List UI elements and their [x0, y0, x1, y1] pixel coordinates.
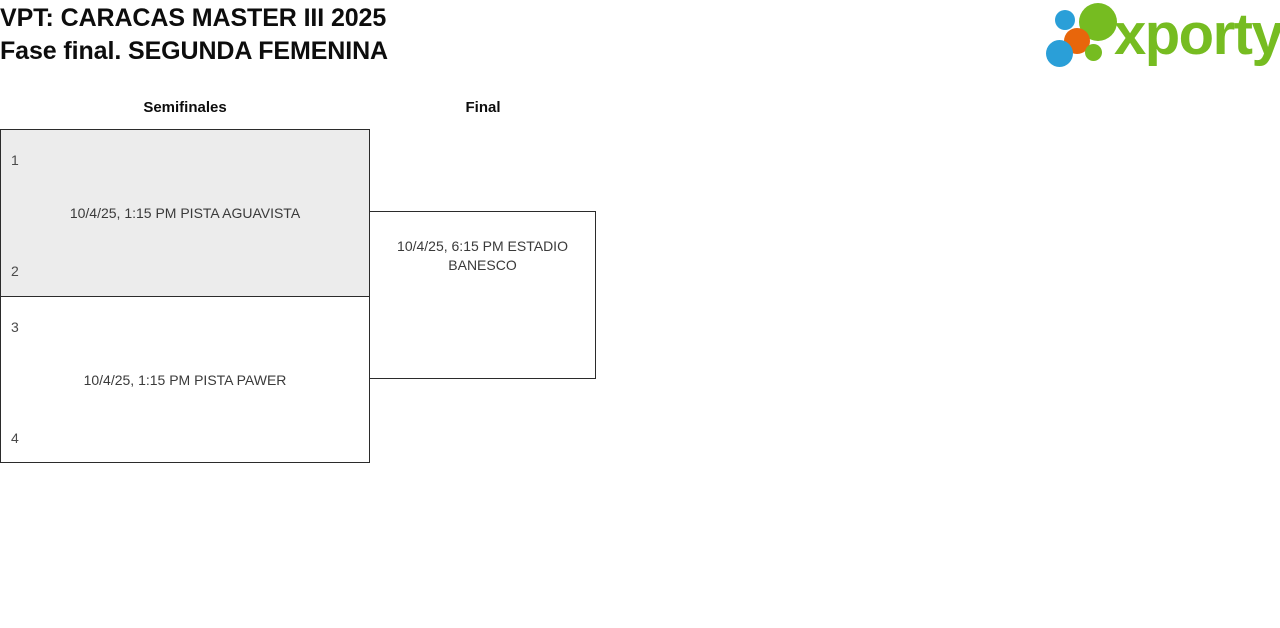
logo-dots-icon — [1046, 3, 1117, 67]
page-title: VPT: CARACAS MASTER III 2025 Fase final.… — [0, 2, 900, 68]
round-header-semifinales: Semifinales — [143, 99, 227, 116]
round-header-final: Final — [465, 99, 501, 116]
match-semifinal-1-seed-bottom: 2 — [11, 263, 19, 279]
match-semifinal-2-seed-top: 3 — [11, 319, 19, 335]
match-final[interactable]: 10/4/25, 6:15 PM ESTADIO BANESCO — [369, 211, 596, 379]
logo-dot-green-small-icon — [1085, 44, 1102, 61]
tournament-bracket: Semifinales Final 1 2 10/4/25, 1:15 PM P… — [0, 92, 1280, 492]
match-semifinal-2-seed-bottom: 4 — [11, 430, 19, 446]
match-semifinal-1[interactable]: 1 2 10/4/25, 1:15 PM PISTA AGUAVISTA — [0, 129, 370, 297]
page-header: VPT: CARACAS MASTER III 2025 Fase final.… — [0, 0, 1280, 80]
match-semifinal-2-info: 10/4/25, 1:15 PM PISTA PAWER — [83, 372, 287, 388]
tournament-title-line-2: Fase final. SEGUNDA FEMENINA — [0, 37, 388, 65]
tournament-title-line-1: VPT: CARACAS MASTER III 2025 — [0, 4, 387, 32]
logo-wordmark: xporty — [1114, 2, 1280, 67]
logo-dot-blue-small-icon — [1055, 10, 1075, 30]
match-semifinal-1-info: 10/4/25, 1:15 PM PISTA AGUAVISTA — [69, 205, 301, 221]
logo-dot-blue-medium-icon — [1046, 40, 1073, 67]
xporty-logo[interactable]: xporty — [1042, 2, 1280, 71]
match-semifinal-2[interactable]: 3 4 10/4/25, 1:15 PM PISTA PAWER — [0, 296, 370, 463]
match-final-info: 10/4/25, 6:15 PM ESTADIO BANESCO — [397, 238, 568, 273]
match-semifinal-1-seed-top: 1 — [11, 152, 19, 168]
